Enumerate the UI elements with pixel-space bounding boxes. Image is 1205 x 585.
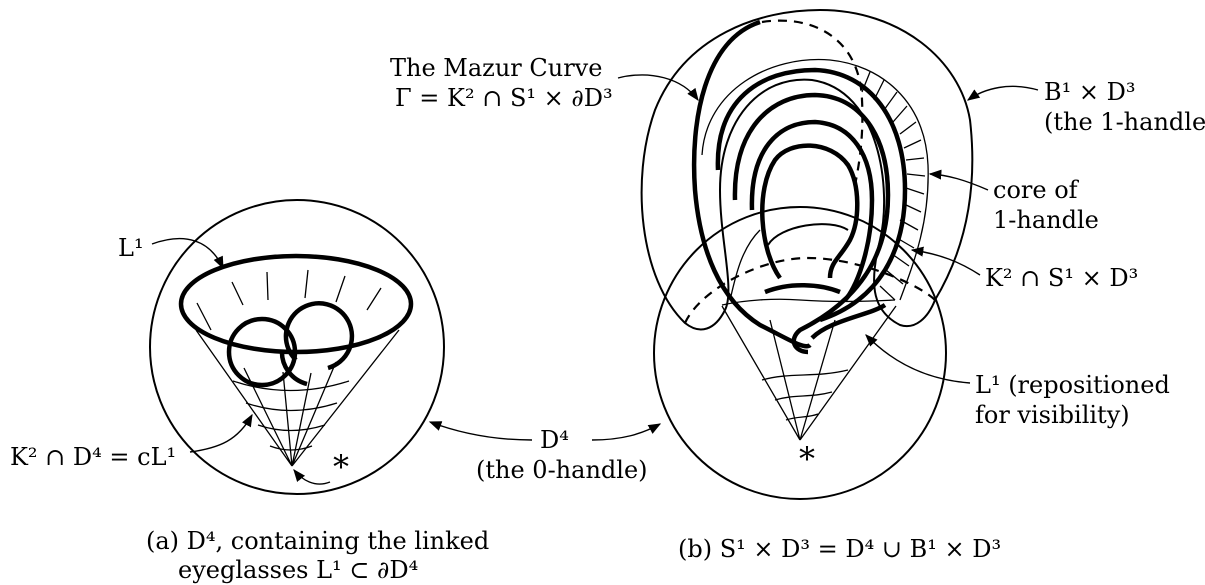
label-core-1: core of (993, 176, 1080, 204)
caption-a-line2: eyeglasses L¹ ⊂ ∂D⁴ (178, 556, 418, 584)
arrow-handle (966, 85, 1039, 101)
label-mazur-title: The Mazur Curve (390, 54, 602, 82)
caption-a-line1: (a) D⁴, containing the linked (146, 527, 489, 555)
shared-d4-label: D⁴ (the 0-handle) (428, 421, 662, 484)
surface-thin-curves (701, 58, 929, 306)
arrow-cone (189, 413, 253, 453)
arrow-basepoint-a (293, 469, 331, 485)
caption-b: (b) S¹ × D³ = D⁴ ∪ B¹ × D³ (678, 535, 1001, 563)
cone-lines-b (721, 305, 897, 441)
mazur-curve-strand-4 (749, 119, 875, 302)
label-surface: K² ∩ S¹ × D³ (985, 264, 1138, 292)
attaching-region-dashed (683, 256, 936, 324)
d4-ball-b (653, 206, 947, 500)
label-L1-a: L¹ (118, 234, 144, 262)
mazur-curve-strand-2 (715, 67, 908, 323)
label-L1-b-2: for visibility) (975, 401, 1130, 429)
one-handle-outline (640, 8, 974, 331)
arrow-mazur (617, 74, 699, 102)
label-handle-sub: (the 1-handle) (1044, 108, 1205, 136)
mazur-inner-thin (767, 223, 849, 246)
lens-left (226, 316, 298, 388)
label-L1-b-1: L¹ (repositioned (975, 371, 1170, 399)
arrow-L1-a (151, 237, 224, 270)
dashed-back-curve (761, 19, 864, 186)
mazur-curve-strand-3 (732, 92, 891, 355)
basepoint-a: * (333, 448, 349, 486)
arrow-core (928, 169, 989, 191)
arrow-D4-right (591, 423, 662, 441)
arrow-D4-left (428, 421, 533, 441)
label-D4: D⁴ (540, 426, 569, 454)
cone-lines (195, 329, 400, 467)
label-cone: K² ∩ D⁴ = cL¹ (10, 443, 176, 471)
mazur-bottom-link (764, 283, 887, 340)
basepoint-b: * (799, 440, 815, 478)
d4-ball-a (149, 199, 445, 495)
arrow-surface (910, 246, 981, 276)
label-core-2: 1-handle (993, 206, 1099, 234)
arrow-L1-b (865, 334, 971, 384)
panel-b: * The Mazur Curve Γ = K² ∩ S¹ × ∂D³ B¹ ×… (390, 8, 1205, 563)
label-handle: B¹ × D³ (1044, 78, 1136, 106)
mazur-inner-loop (760, 143, 860, 280)
label-mazur-formula: Γ = K² ∩ S¹ × ∂D³ (395, 84, 613, 112)
lens-right (279, 301, 355, 387)
cone-arcs (232, 380, 350, 451)
handle-hatching (861, 71, 926, 301)
mazur-curve-outer (691, 19, 812, 349)
eyeglasses-frame (178, 253, 414, 355)
label-D4-sub: (the 0-handle) (476, 456, 648, 484)
frame-rulings (196, 269, 382, 331)
panel-a: L¹ K² ∩ D⁴ = cL¹ * (a) D⁴, containing th… (10, 199, 489, 584)
